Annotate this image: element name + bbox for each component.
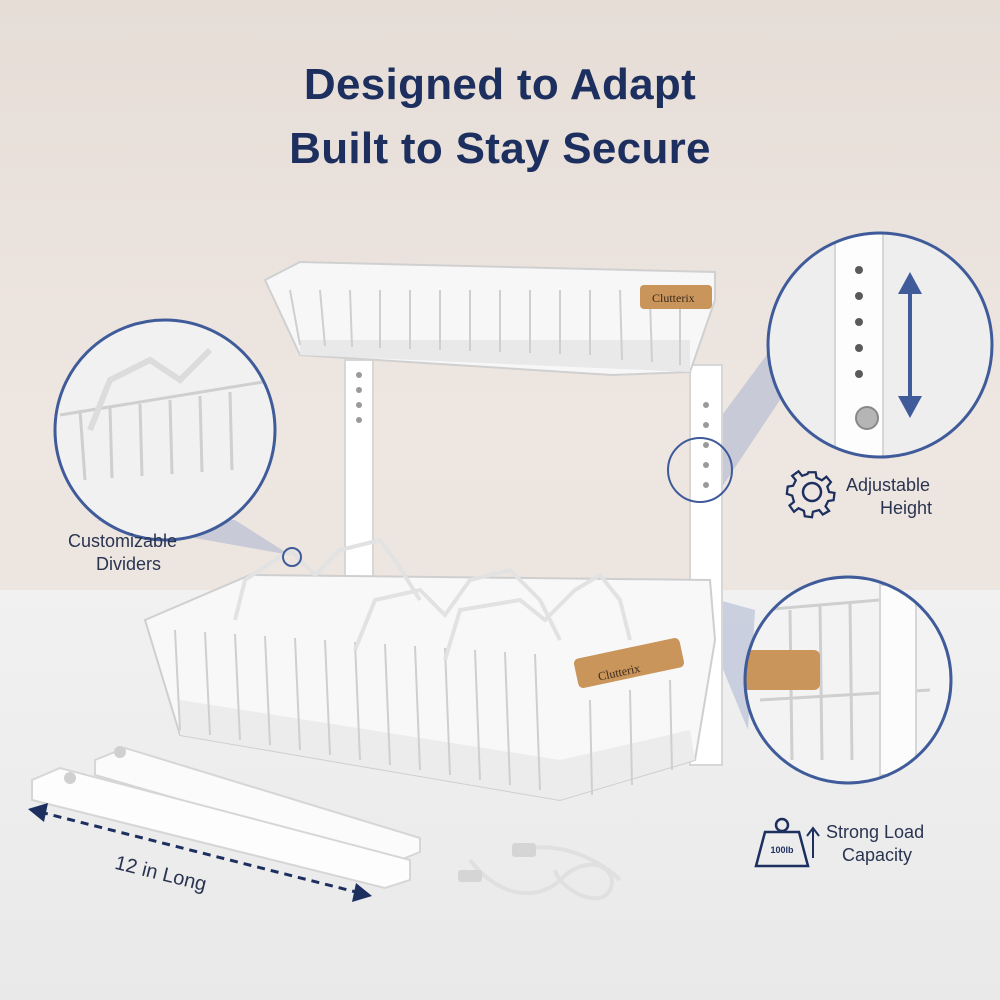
height-label-line2: Height xyxy=(880,498,933,518)
dimension-arrow xyxy=(28,803,372,902)
usb-cables xyxy=(468,845,622,901)
bottom-basket: Clutterix xyxy=(143,537,717,802)
load-callout-circle xyxy=(743,575,953,785)
dividers-callout-circle xyxy=(53,318,277,542)
dividers-label-line2: Dividers xyxy=(96,554,162,574)
weight-icon xyxy=(754,817,810,868)
top-handle-brand: Clutterix xyxy=(652,291,695,305)
basket-dividers xyxy=(233,537,632,661)
top-basket: Clutterix xyxy=(263,260,716,377)
up-arrow-icon xyxy=(806,826,820,858)
height-marker xyxy=(667,437,733,503)
height-callout-circle xyxy=(766,231,994,459)
dividers-marker xyxy=(282,547,302,567)
load-label-line2: Capacity xyxy=(842,845,913,865)
height-label: Adjustable Height xyxy=(846,474,932,520)
weight-value: 100lb xyxy=(770,845,794,855)
dividers-label: Customizable Dividers xyxy=(68,530,177,576)
usb-plug-b xyxy=(512,843,536,857)
bottom-wood-handle xyxy=(573,638,685,688)
dividers-label-line1: Customizable xyxy=(68,531,178,551)
usb-plug-a xyxy=(458,870,482,882)
height-label-line1: Adjustable xyxy=(846,475,931,495)
top-wood-handle xyxy=(640,285,712,309)
light-bars xyxy=(31,746,421,890)
gear-icon xyxy=(785,469,836,519)
load-label-line1: Strong Load xyxy=(826,822,925,842)
headline-line-1: Designed to Adapt xyxy=(303,60,697,109)
headline-line-2: Built to Stay Secure xyxy=(289,124,711,173)
load-label: Strong Load Capacity xyxy=(826,821,924,867)
